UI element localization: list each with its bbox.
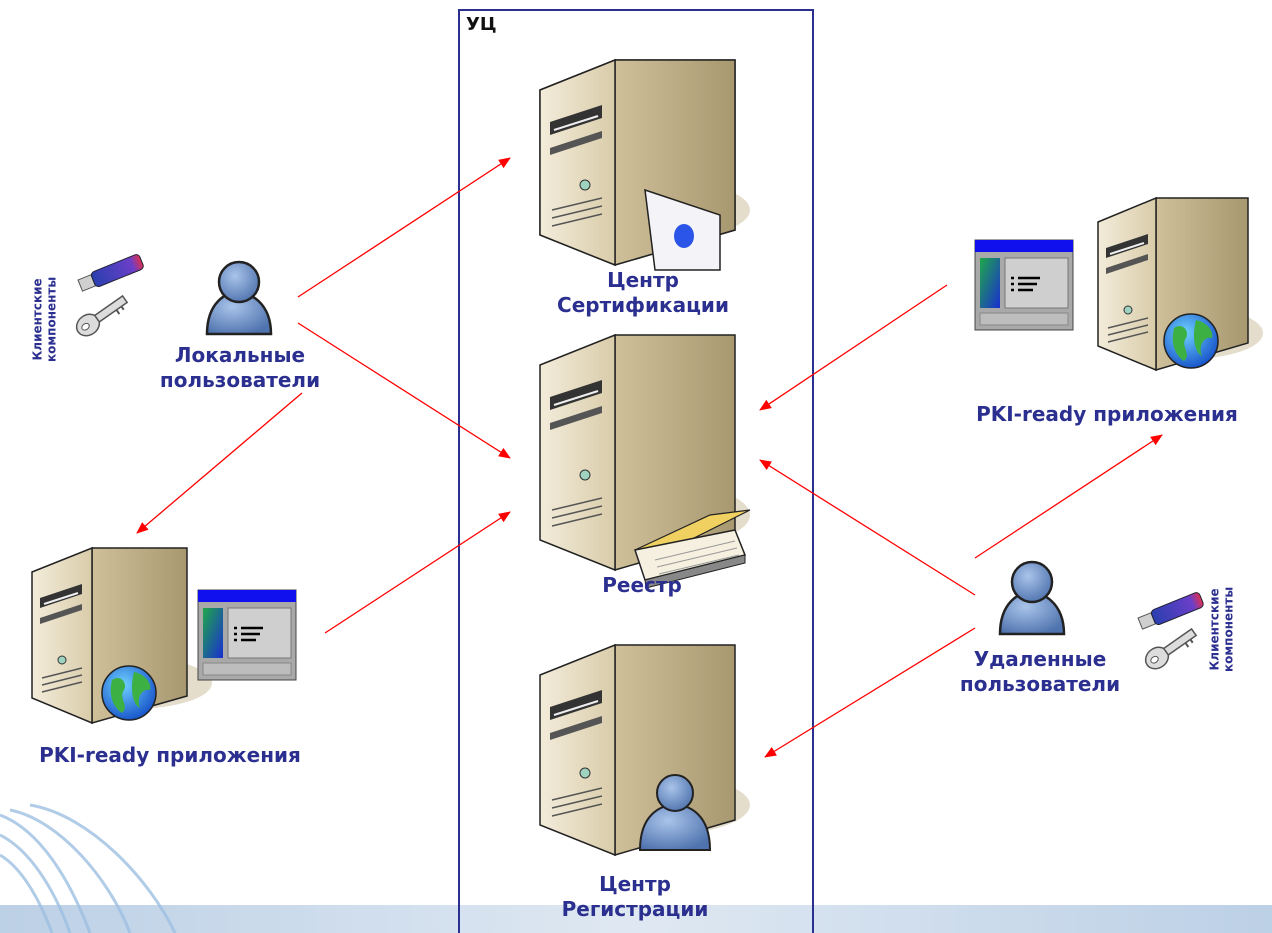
- cert-center-label-line2: Сертификации: [557, 293, 729, 317]
- ca-title: УЦ: [466, 14, 497, 35]
- key-icon-right: [1144, 627, 1198, 670]
- arrow-pki-right-to-registry: [759, 284, 948, 411]
- pki-app-server-right: [1097, 196, 1263, 372]
- app-window-icon-right: [974, 239, 1074, 331]
- app-window-icon-left: [197, 589, 297, 681]
- reg-center-label-line1: Центр: [599, 872, 671, 896]
- registrar-user-icon: [638, 774, 712, 851]
- arrow-remote-to-registry: [759, 459, 976, 596]
- reg-center-label-line2: Регистрации: [561, 897, 709, 921]
- server-registration-center: [539, 643, 750, 857]
- ca-boundary-box: [458, 9, 814, 933]
- remote-users-label: Удаленные пользователи: [935, 647, 1145, 697]
- client-components-left-line2: компоненты: [45, 276, 59, 363]
- arrow-local-to-cert-center: [297, 157, 511, 298]
- bottom-band: [0, 905, 1272, 933]
- cert-center-label: Центр Сертификации: [538, 268, 748, 318]
- local-users-label-line1: Локальные: [174, 343, 306, 367]
- client-components-left-line1: Клиентские: [30, 278, 45, 361]
- client-components-right-line1: Клиентские: [1207, 588, 1222, 671]
- arrow-remote-to-reg-center: [764, 627, 976, 758]
- globe-icon-right: [1163, 313, 1219, 369]
- server-cert-center: [539, 58, 750, 271]
- pki-apps-right-label: PKI-ready приложения: [976, 402, 1238, 426]
- arrow-pki-left-to-registry: [324, 511, 511, 634]
- usb-token-icon-right: [1137, 592, 1204, 630]
- local-users-label: Локальные пользователи: [135, 343, 345, 393]
- registry-label: Реестр: [602, 573, 682, 597]
- remote-users-icon: [998, 560, 1066, 636]
- corner-swoosh-decoration: [0, 803, 177, 933]
- server-registry: [539, 333, 751, 589]
- local-users-label-line2: пользователи: [159, 368, 321, 392]
- reg-center-label: Центр Регистрации: [540, 872, 730, 922]
- local-users-icon: [205, 260, 273, 336]
- arrow-local-to-registry: [297, 322, 511, 459]
- remote-users-label-line2: пользователи: [959, 672, 1121, 696]
- arrow-remote-to-pki-right: [974, 434, 1163, 559]
- arrows: [136, 157, 1163, 758]
- remote-users-label-line1: Удаленные: [973, 647, 1107, 671]
- pki-apps-left-label: PKI-ready приложения: [39, 743, 301, 767]
- registry-folder-icon: [634, 509, 751, 589]
- usb-token-icon-left: [77, 254, 144, 292]
- arrow-local-to-pki-left: [136, 392, 303, 534]
- pki-app-server-left: [31, 546, 212, 725]
- client-components-right-label: Клиентские компоненты: [1208, 574, 1237, 684]
- client-components-right-line2: компоненты: [1222, 586, 1236, 673]
- globe-icon-left: [101, 665, 157, 721]
- key-icon-left: [75, 294, 129, 337]
- cert-center-label-line1: Центр: [607, 268, 679, 292]
- client-components-left-label: Клиентские компоненты: [31, 264, 60, 374]
- certificate-icon: [644, 188, 721, 271]
